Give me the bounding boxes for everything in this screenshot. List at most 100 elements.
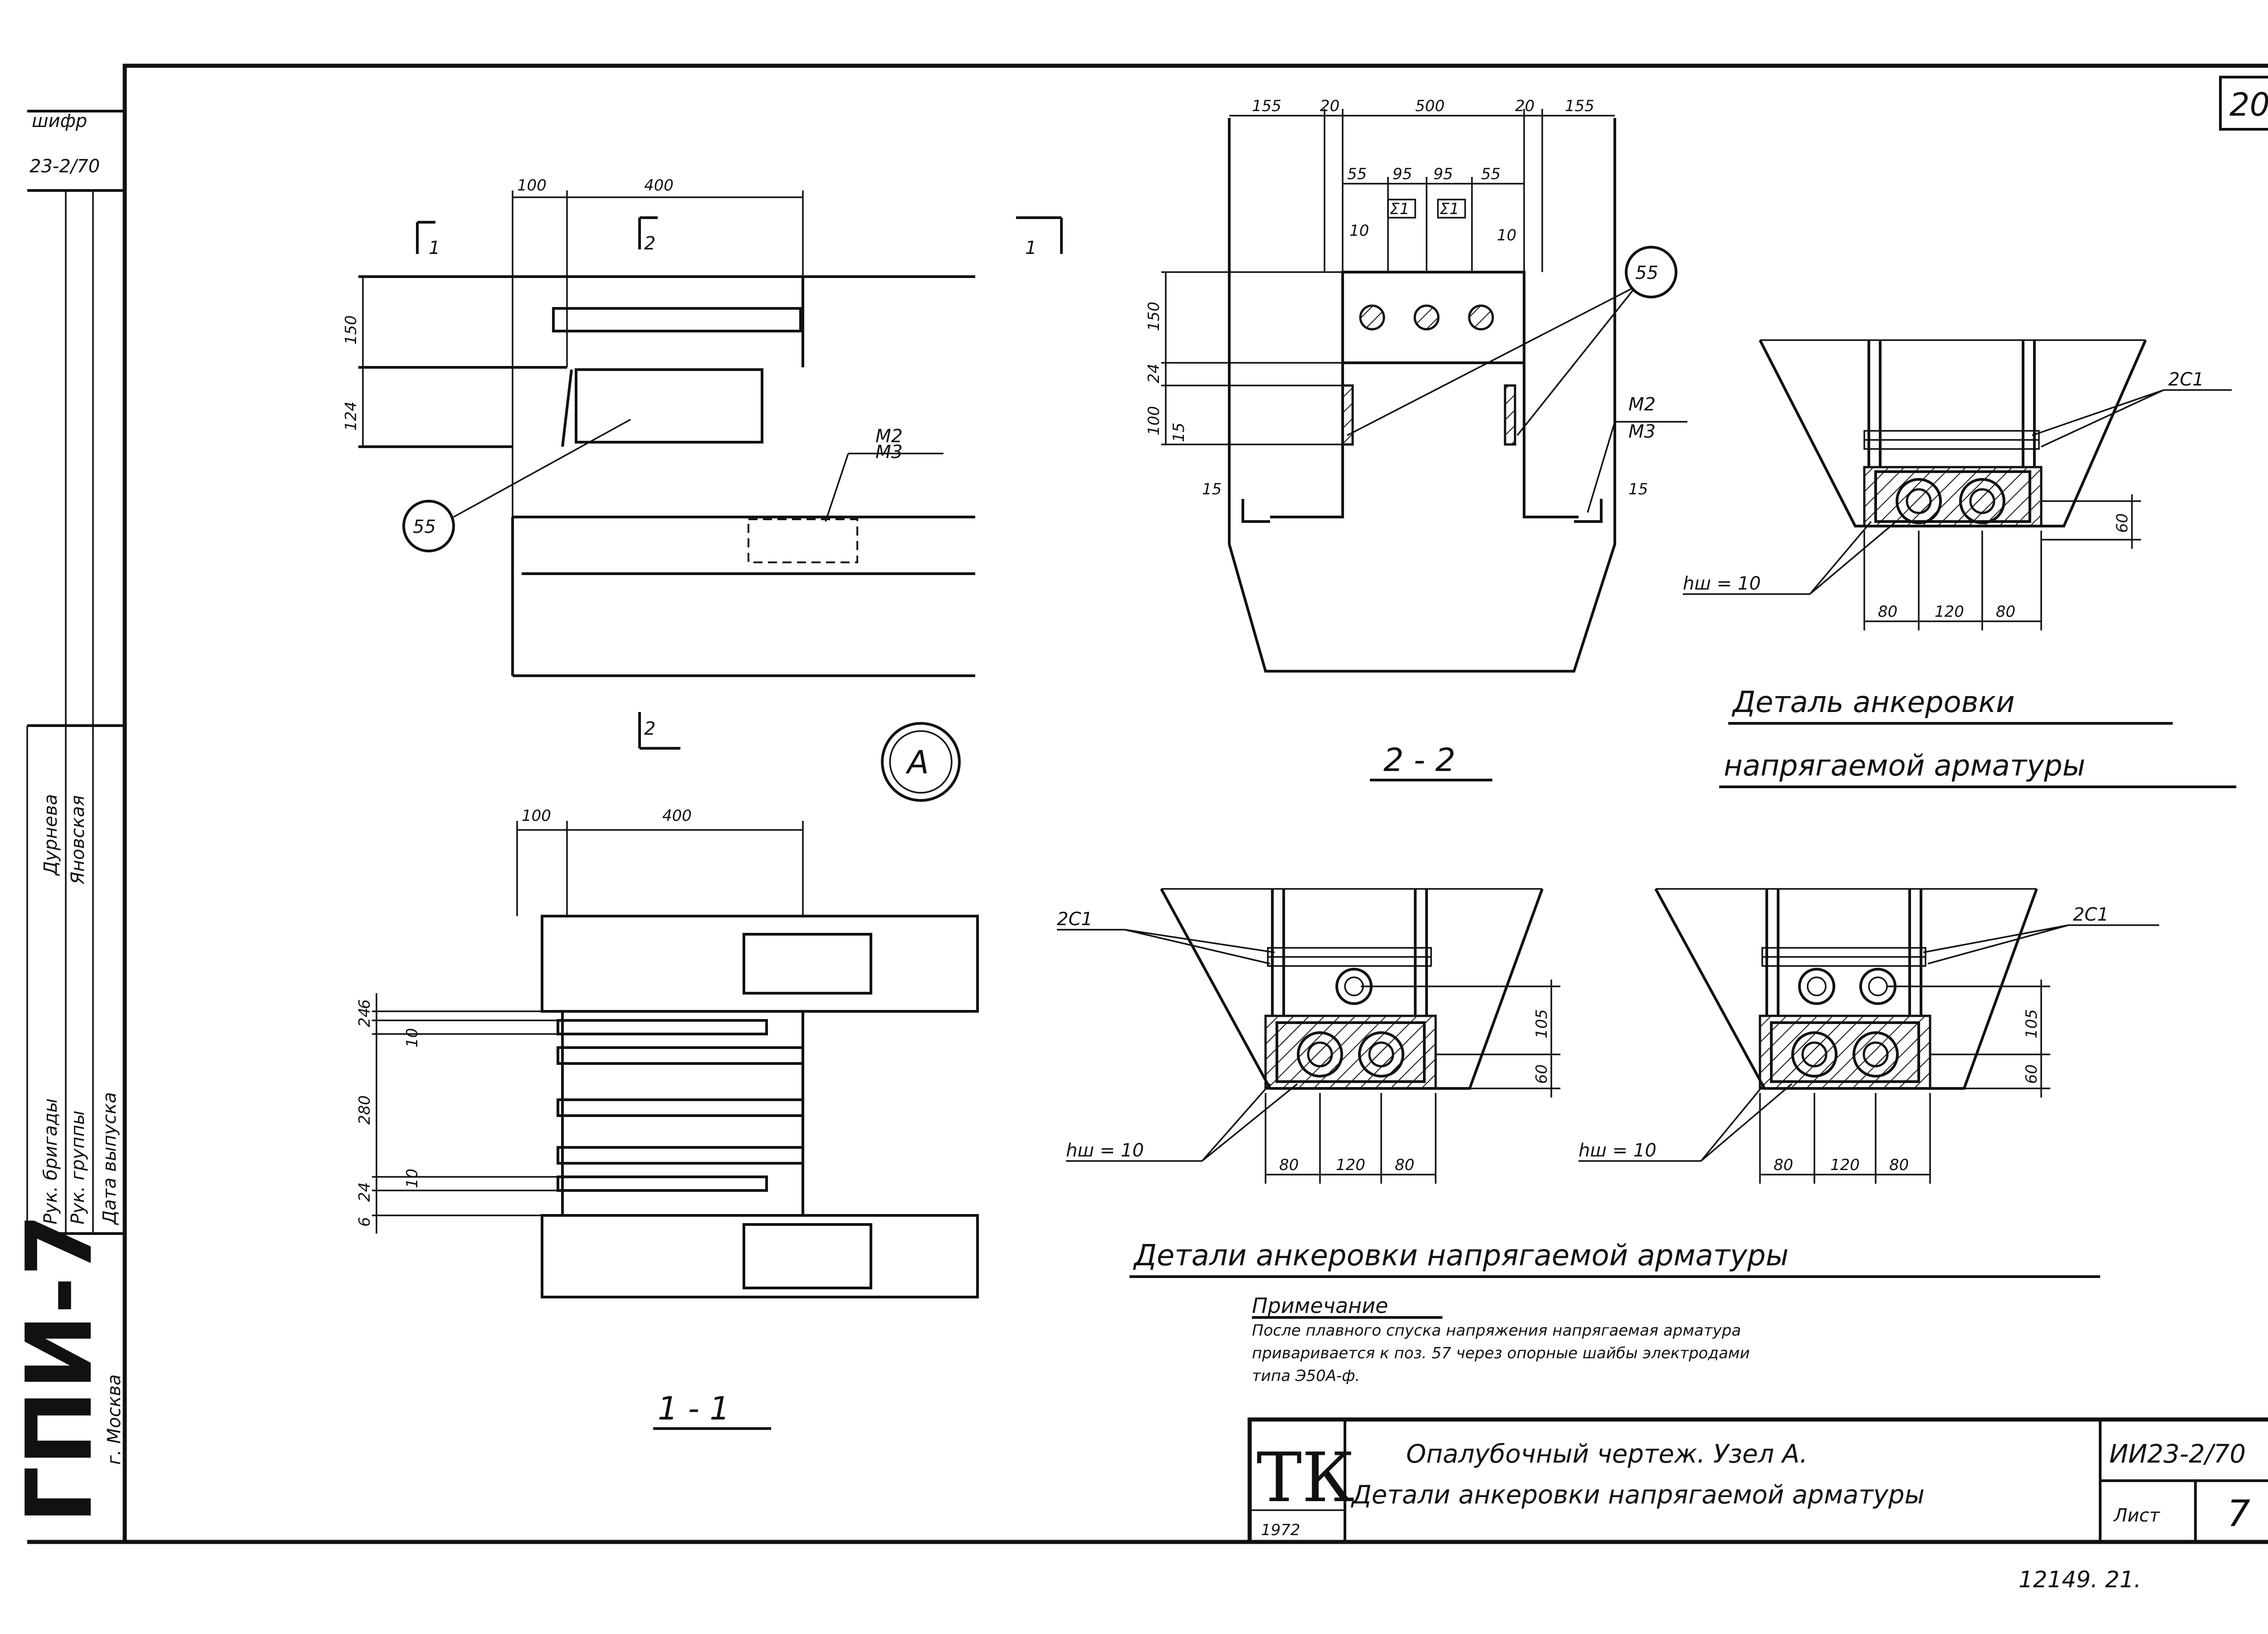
- section-11-dim-100: 100: [522, 807, 551, 825]
- section-22-bar-mark-2: Σ1: [1440, 200, 1459, 218]
- section-22-dim-20-right: 20: [1515, 97, 1535, 115]
- node-a-dim-400: 400: [644, 176, 674, 195]
- title-block-title-1: Опалубочный чертеж. Узел А.: [1406, 1439, 1808, 1469]
- section-11-dim-400: 400: [662, 807, 692, 825]
- details-caption: Детали анкеровки напрягаемой арматуры: [1133, 1239, 1789, 1273]
- section-11-dim-10-top: 10: [403, 1028, 421, 1048]
- detail-left-view: 2С1 hш = 10 80 120 80 105 60: [1057, 888, 1560, 1184]
- detail-left-dim-80-left: 80: [1279, 1156, 1299, 1174]
- detail-left-dim-105: 105: [1533, 1009, 1551, 1039]
- node-a-callout-55: 55: [413, 517, 436, 537]
- note-heading: Примечание: [1252, 1293, 1388, 1318]
- section-22-dim-10-left: 10: [1349, 222, 1369, 240]
- section-22-dim-95-left: 95: [1393, 165, 1412, 183]
- section-11-dim-24-bottom: 24: [356, 1182, 374, 1202]
- section-22-dim-15-right: 15: [1628, 480, 1648, 498]
- section-22-dim-95-right: 95: [1433, 165, 1453, 183]
- detail-top-dim-120: 120: [1935, 603, 1964, 621]
- node-a-dim-100: 100: [517, 176, 547, 195]
- left-stamp: шифр 23-2/70 Рук. бригады Рук. группы Да…: [7, 111, 125, 1524]
- city-label: г. Москва: [104, 1374, 125, 1465]
- node-a-circle-label: А: [905, 744, 929, 781]
- title-block-sheet-value: 7: [2227, 1493, 2250, 1535]
- note-line-3: типа Э50А-ф.: [1252, 1367, 1360, 1385]
- detail-right-dim-60: 60: [2023, 1064, 2041, 1084]
- section-22-dim-100: 100: [1145, 406, 1163, 435]
- stamp-cipher: шифр: [32, 111, 87, 132]
- node-a-part-m2: М2: [875, 426, 903, 447]
- section-22-dim-20-left: 20: [1320, 97, 1339, 115]
- section-22-caption: 2 - 2: [1383, 741, 1456, 779]
- section-22-dim-150: 150: [1145, 302, 1163, 331]
- node-a-part-m3: М3: [875, 442, 903, 463]
- section-22-part-m3: М3: [1628, 421, 1656, 442]
- section-11-dim-6-top: 6: [356, 999, 374, 1009]
- detail-left-weld: hш = 10: [1066, 1140, 1144, 1161]
- node-a-view: 100 400 150 124 1 2 1 2 55 М2 М3 А: [342, 176, 1063, 802]
- detail-top-title-1: Деталь анкеровки: [1731, 686, 2015, 719]
- stamp-group-name: Яновская: [68, 795, 88, 885]
- detail-top-dim-80-right: 80: [1996, 603, 2015, 621]
- title-block: ТК 1972 Опалубочный чертеж. Узел А. Дета…: [1247, 1417, 2268, 1544]
- section-22-dim-55-right: 55: [1481, 165, 1501, 183]
- section-11-dim-24-top: 24: [356, 1008, 374, 1027]
- stamp-release-date: Дата выпуска: [99, 1092, 120, 1225]
- title-block-sheet-label: Лист: [2113, 1505, 2160, 1526]
- node-a-dim-124: 124: [342, 401, 360, 431]
- detail-right-dim-120: 120: [1830, 1156, 1860, 1174]
- note-line-1: После плавного спуска напряжения напряга…: [1252, 1322, 1741, 1340]
- detail-top-dim-80-left: 80: [1878, 603, 1897, 621]
- detail-right-weld: hш = 10: [1579, 1140, 1657, 1161]
- section-22-dim-24: 24: [1145, 364, 1163, 383]
- section-22-bar-mark-1: Σ1: [1390, 200, 1409, 218]
- section-marker-2-top: 2: [644, 233, 655, 254]
- detail-top-label: 2С1: [2168, 369, 2204, 390]
- stamp-group-leader: Рук. группы: [68, 1111, 88, 1224]
- note-line-2: приваривается к поз. 57 через опорные ша…: [1252, 1344, 1750, 1362]
- stamp-brigade-leader: Рук. бригады: [40, 1098, 61, 1224]
- title-block-code: ИИ23-2/70: [2109, 1439, 2246, 1469]
- section-11-dim-6-bottom: 6: [356, 1217, 374, 1227]
- section-1-1-view: 100 400 6 24 10 280 10 24 6 1 - 1: [356, 807, 979, 1430]
- section-11-caption: 1 - 1: [658, 1390, 730, 1427]
- detail-top-weld: hш = 10: [1683, 573, 1761, 594]
- note-block: Примечание После плавного спуска напряже…: [1252, 1293, 1750, 1385]
- detail-right-dim-80-left: 80: [1774, 1156, 1793, 1174]
- detail-right-view: 2С1 hш = 10 80 120 80 105 60: [1579, 888, 2159, 1184]
- bottom-number: 12149. 21.: [2019, 1566, 2141, 1593]
- stamp-code: 23-2/70: [29, 156, 100, 177]
- section-22-dim-55-left: 55: [1347, 165, 1367, 183]
- detail-top-title-2: напрягаемой арматуры: [1724, 749, 2085, 783]
- section-22-dim-15-inner: 15: [1170, 423, 1188, 442]
- detail-right-label: 2С1: [2073, 904, 2109, 925]
- section-2-2-view: 155 20 500 20 155 55 95 95 55 Σ1 Σ1 10 1…: [1145, 97, 1687, 781]
- series-code: ГПИ-7: [7, 1214, 112, 1524]
- section-marker-1-right: 1: [1025, 238, 1036, 259]
- detail-right-dim-105: 105: [2023, 1009, 2041, 1039]
- title-block-logo: ТК: [1256, 1439, 1354, 1517]
- section-11-dim-10-bottom: 10: [403, 1169, 421, 1188]
- stamp-brigade-name: Дурнева: [40, 794, 61, 876]
- sheet-number-box: 20: [2219, 76, 2268, 131]
- section-22-dim-155-right: 155: [1565, 97, 1594, 115]
- section-marker-2-bottom: 2: [644, 718, 655, 739]
- detail-top-view: 2С1 hш = 10 80 120 80 60 Деталь анкеровк…: [1683, 339, 2236, 788]
- detail-left-dim-120: 120: [1336, 1156, 1365, 1174]
- detail-top-dim-60: 60: [2113, 513, 2131, 533]
- detail-left-label: 2С1: [1057, 909, 1093, 930]
- section-22-part-m2: М2: [1628, 394, 1656, 415]
- sheet-number: 20: [2229, 86, 2268, 123]
- title-block-title-2: Детали анкеровки напрягаемой арматуры: [1350, 1480, 1925, 1510]
- section-22-dim-155-left: 155: [1252, 97, 1281, 115]
- detail-left-dim-60: 60: [1533, 1064, 1551, 1084]
- section-22-dim-15-left: 15: [1202, 480, 1222, 498]
- node-a-dim-150: 150: [342, 315, 360, 345]
- title-block-year: 1972: [1261, 1521, 1300, 1539]
- section-marker-1-left: 1: [429, 238, 440, 259]
- detail-right-dim-80-right: 80: [1889, 1156, 1909, 1174]
- detail-left-dim-80-right: 80: [1395, 1156, 1414, 1174]
- section-22-callout-55: 55: [1635, 263, 1658, 283]
- section-22-dim-500: 500: [1415, 97, 1445, 115]
- section-22-dim-10-right: 10: [1497, 226, 1516, 244]
